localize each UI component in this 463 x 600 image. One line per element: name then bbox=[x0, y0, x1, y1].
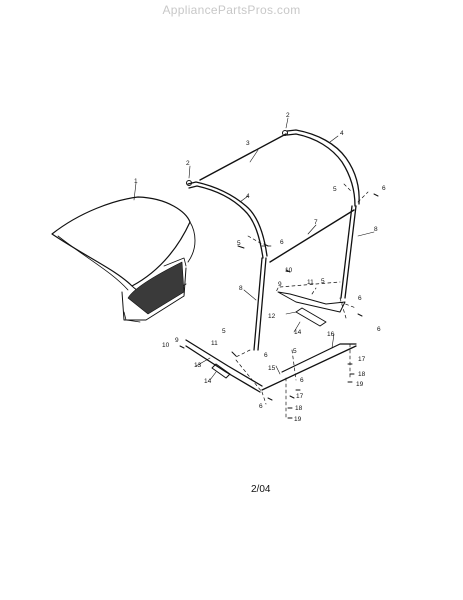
callout: 17 bbox=[358, 356, 366, 363]
callout: 19 bbox=[356, 381, 364, 388]
callout: 10 bbox=[162, 342, 170, 349]
callout: 8 bbox=[374, 226, 378, 233]
upper-handle-right bbox=[286, 129, 360, 207]
callouts: 1 2 2 3 4 4 5 6 5 6 7 8 8 10 9 11 5 6 12… bbox=[134, 112, 386, 423]
bracket-12 bbox=[277, 291, 346, 313]
rod-3 bbox=[199, 133, 287, 181]
plug-right bbox=[282, 130, 288, 136]
plug-left bbox=[186, 180, 192, 186]
callout: 6 bbox=[382, 185, 386, 192]
callout: 6 bbox=[377, 326, 381, 333]
callout: 11 bbox=[211, 340, 218, 347]
callout: 10 bbox=[285, 267, 293, 274]
callout: 14 bbox=[204, 378, 212, 385]
callout: 11 bbox=[307, 279, 314, 286]
callout: 6 bbox=[259, 403, 263, 410]
callout: 6 bbox=[264, 352, 268, 359]
callout: 5 bbox=[321, 278, 325, 285]
callout: 7 bbox=[314, 219, 318, 226]
callout: 5 bbox=[237, 240, 241, 247]
assembly-lines bbox=[233, 183, 369, 421]
callout: 8 bbox=[239, 285, 243, 292]
support-rod-15 bbox=[261, 345, 357, 391]
callout: 9 bbox=[278, 281, 282, 288]
grass-bag bbox=[51, 196, 196, 323]
callout: 5 bbox=[222, 328, 226, 335]
lower-frame bbox=[185, 339, 263, 393]
frame-tube-left bbox=[253, 257, 267, 351]
callout: 1 bbox=[134, 178, 138, 185]
callout: 5 bbox=[333, 186, 337, 193]
rod-7 bbox=[269, 209, 355, 263]
callout: 9 bbox=[175, 337, 179, 344]
callout: 5 bbox=[293, 348, 297, 355]
callout: 4 bbox=[340, 130, 344, 137]
callout: 6 bbox=[280, 239, 284, 246]
spacer-14-right bbox=[295, 307, 327, 327]
callout: 18 bbox=[358, 371, 366, 378]
callout: 6 bbox=[358, 295, 362, 302]
spacer-14-left bbox=[211, 363, 231, 379]
callout: 14 bbox=[294, 329, 302, 336]
callout: 3 bbox=[246, 140, 250, 147]
upper-handle-left bbox=[187, 181, 268, 259]
callout: 4 bbox=[246, 193, 250, 200]
callout: 18 bbox=[295, 405, 303, 412]
callout: 6 bbox=[300, 377, 304, 384]
callout: 15 bbox=[268, 365, 276, 372]
leader-lines bbox=[133, 117, 375, 381]
frame-tube-right bbox=[340, 205, 357, 299]
callout: 2 bbox=[286, 112, 290, 119]
callout: 12 bbox=[268, 313, 276, 320]
callout: 13 bbox=[194, 362, 202, 369]
callout: 16 bbox=[327, 331, 335, 338]
callout: 19 bbox=[294, 416, 302, 423]
callout: 2 bbox=[186, 160, 190, 167]
support-rod-16 bbox=[281, 343, 357, 373]
hardware bbox=[179, 193, 379, 419]
watermark: AppliancePartsPros.com bbox=[162, 3, 301, 17]
callout: 17 bbox=[296, 393, 304, 400]
page-footer-code: 2/04 bbox=[251, 484, 271, 495]
